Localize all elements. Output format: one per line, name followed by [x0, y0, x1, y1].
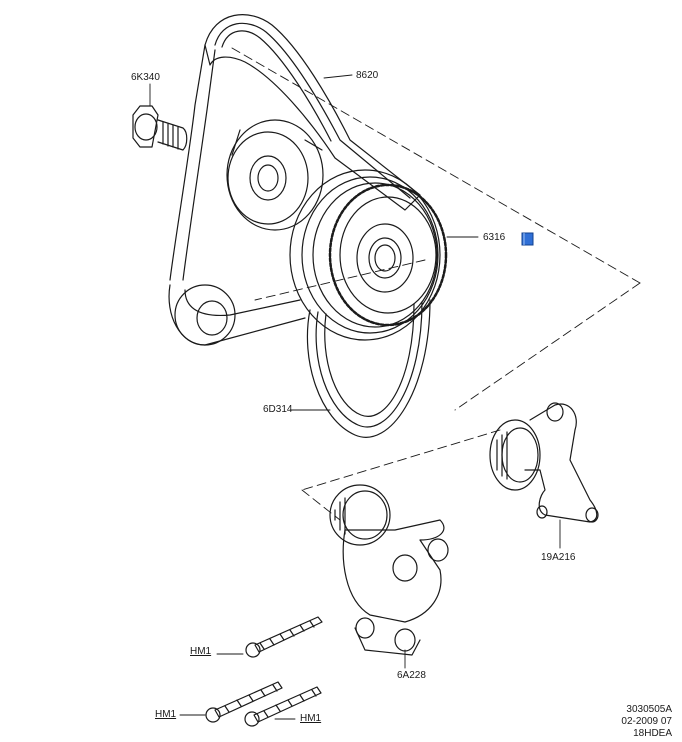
lower-idler-pulley: [168, 284, 306, 346]
label-6a228: 6A228: [397, 670, 426, 681]
long-bolt-lower-right: [244, 686, 322, 727]
reference-engine: 18HDEA: [633, 728, 672, 739]
label-8620: 8620: [356, 70, 379, 81]
tensioner-assembly: [329, 484, 449, 656]
top-bolt: [132, 105, 188, 151]
lower-belt: [306, 299, 431, 438]
crank-pulley: [289, 169, 448, 341]
reference-code: 3030505A: [626, 704, 672, 715]
leader-lines: [149, 74, 561, 720]
upper-idler-pulley: [226, 119, 324, 231]
label-6k340: 6K340: [131, 72, 160, 83]
idler-bracket: [489, 402, 599, 523]
label-hm1-upper[interactable]: HM1: [190, 646, 212, 657]
label-19a216: 19A216: [541, 552, 576, 563]
note-icon[interactable]: [521, 232, 534, 246]
reference-date: 02-2009 07: [621, 716, 672, 727]
upper-belt: [169, 14, 421, 281]
label-6d314: 6D314: [263, 404, 293, 415]
diagram-reference: 3030505A 02-2009 07 18HDEA: [621, 704, 672, 740]
label-hm1-lower-left[interactable]: HM1: [155, 709, 177, 720]
label-6316: 6316: [483, 232, 506, 243]
long-bolt-upper: [245, 616, 323, 658]
label-hm1-lower-right[interactable]: HM1: [300, 713, 322, 724]
long-bolt-lower-left: [205, 681, 283, 723]
